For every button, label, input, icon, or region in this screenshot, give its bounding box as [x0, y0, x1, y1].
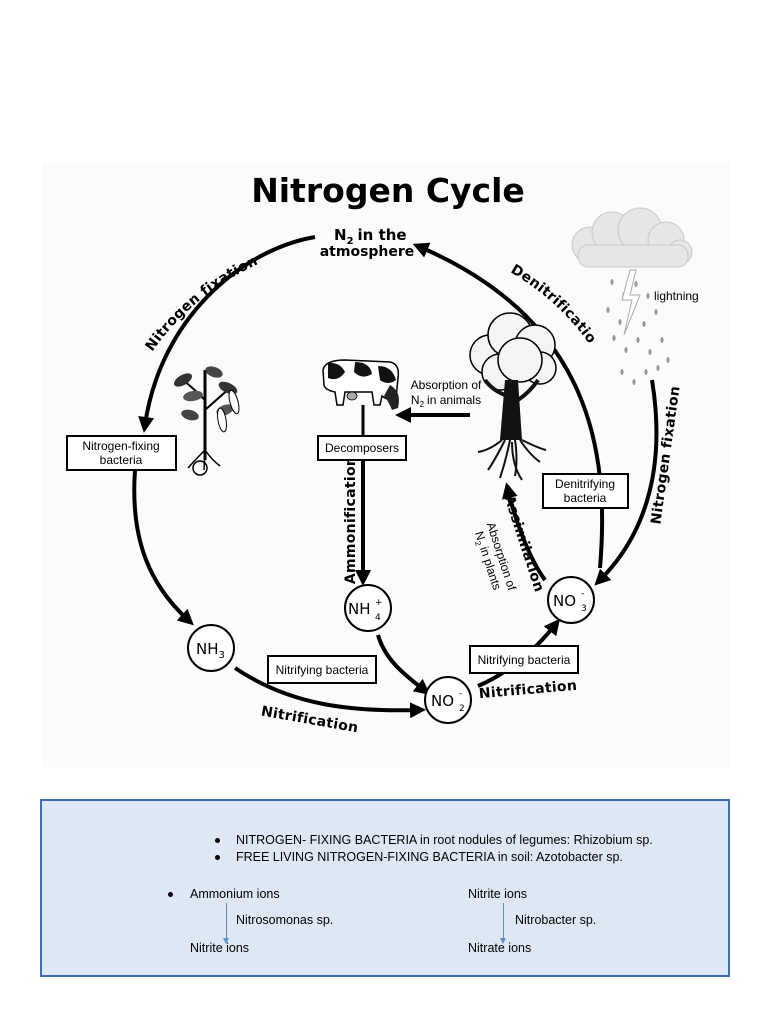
svg-text:NO: NO	[553, 592, 576, 610]
svg-text:atmosphere: atmosphere	[320, 244, 415, 260]
svg-text:NO: NO	[431, 692, 454, 710]
svg-text:NH3: NH3	[196, 640, 225, 661]
svg-text:-: -	[459, 689, 462, 699]
svg-text:Denitrifying: Denitrifying	[555, 477, 615, 491]
bullet-dot	[168, 892, 173, 897]
denitrification-arrow	[412, 242, 605, 569]
svg-text:2: 2	[459, 704, 465, 714]
right-conversion-arrow	[500, 903, 506, 944]
nitrogen-fixing-bacteria-box: Nitrogen-fixing bacteria	[66, 435, 177, 471]
svg-text:NH: NH	[348, 600, 371, 618]
left-agent-label: Nitrosomonas sp.	[236, 913, 334, 927]
note-rhizobium: NITROGEN- FIXING BACTERIA in root nodule…	[236, 833, 653, 847]
ammonium-to-nitrite-arrow	[376, 634, 431, 695]
left-to-label: Nitrite ions	[190, 941, 250, 955]
svg-text:Decomposers: Decomposers	[325, 441, 399, 455]
svg-text:Nitrogen-fixing: Nitrogen-fixing	[82, 439, 159, 453]
nitrifying-bacteria-box-left: Nitrifying bacteria	[267, 655, 377, 684]
svg-text:Nitrifying bacteria: Nitrifying bacteria	[276, 663, 369, 677]
rain-cloud-icon	[571, 207, 693, 385]
ammonia-to-nitrite-arrow	[233, 666, 426, 719]
right-to-label: Nitrate ions	[468, 941, 532, 955]
lightning-label: lightning	[654, 289, 699, 303]
svg-text:4: 4	[375, 613, 381, 623]
nitrate-node: NO - 3	[547, 576, 595, 624]
svg-text:Nitrifying bacteria: Nitrifying bacteria	[478, 653, 571, 667]
svg-text:+: +	[375, 598, 383, 608]
nitrogen-fixation-arrow-right	[594, 379, 659, 586]
ammonia-node: NH3	[187, 624, 235, 672]
ammonium-node: NH + 4	[344, 584, 392, 632]
denitrifying-bacteria-box: Denitrifying bacteria	[542, 473, 629, 509]
left-conversion-arrow	[223, 903, 229, 944]
decomposers-box: Decomposers	[317, 435, 407, 461]
tree-icon	[469, 312, 557, 481]
svg-text:bacteria: bacteria	[100, 453, 143, 467]
left-from-label: Ammonium ions	[190, 887, 280, 901]
svg-text:N2in animals: N2in animals	[411, 393, 481, 409]
lightning-bolt-icon	[621, 269, 641, 336]
nitrite-node: NO - 2	[424, 676, 472, 724]
legume-plant-icon	[173, 366, 240, 476]
diagram-title: Nitrogen Cycle	[251, 171, 525, 210]
note-azotobacter: FREE LIVING NITROGEN-FIXING BACTERIA in …	[236, 850, 623, 864]
cow-icon	[322, 359, 400, 410]
svg-text:-: -	[581, 589, 584, 599]
svg-text:N2in the: N2in the	[334, 226, 407, 247]
svg-text:bacteria: bacteria	[564, 491, 607, 505]
right-agent-label: Nitrobacter sp.	[515, 913, 597, 927]
ammonification-label: Ammonification	[343, 456, 359, 584]
bullet-dot	[215, 838, 220, 843]
assimilation-arrow	[502, 482, 547, 582]
svg-text:3: 3	[581, 604, 587, 614]
right-from-label: Nitrite ions	[468, 887, 528, 901]
notes-panel: NITROGEN- FIXING BACTERIA in root nodule…	[40, 799, 730, 977]
nitrifying-bacteria-box-right: Nitrifying bacteria	[469, 645, 579, 674]
nitrogen-fixation-arrow-left	[138, 235, 316, 433]
svg-text:Absorption of: Absorption of	[411, 378, 482, 392]
bullet-dot	[215, 855, 220, 860]
fixation-to-ammonia-arrow	[132, 469, 194, 626]
